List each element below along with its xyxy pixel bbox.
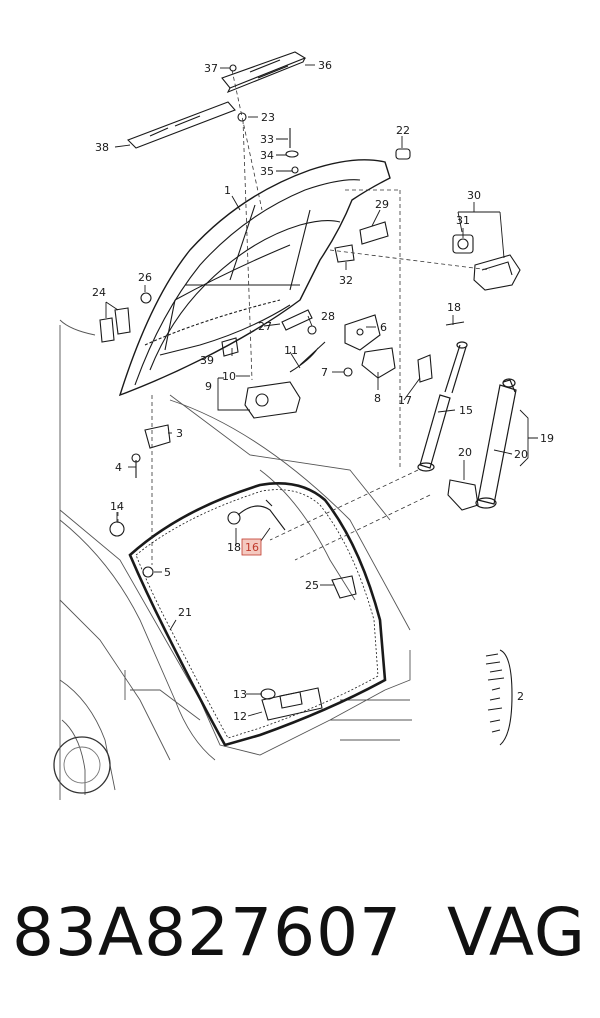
callout-30: 30 <box>467 189 481 202</box>
callout-6: 6 <box>380 321 387 334</box>
nut-35 <box>291 166 299 174</box>
gasket-24 <box>99 307 131 343</box>
reference-lines <box>117 69 491 565</box>
callout-18-upper: 18 <box>447 301 461 314</box>
callout-31: 31 <box>456 214 470 227</box>
callout-15: 15 <box>459 404 473 417</box>
trim-strip-38 <box>127 101 236 149</box>
callout-10: 10 <box>222 370 236 383</box>
callout-28: 28 <box>321 310 335 323</box>
hardware-set-2 <box>485 649 513 746</box>
strut-bracket-20 <box>447 479 479 511</box>
callout-1: 1 <box>224 184 231 197</box>
callout-29: 29 <box>375 198 389 211</box>
callout-16-highlighted: 16 <box>245 541 259 554</box>
light-unit-30 <box>452 234 521 291</box>
lock-6 <box>344 314 381 351</box>
callout-8: 8 <box>374 392 381 405</box>
bracket-8 <box>361 347 396 379</box>
cable-16 <box>227 499 286 531</box>
callout-17: 17 <box>398 394 412 407</box>
callout-36: 36 <box>318 59 332 72</box>
clip-26 <box>140 292 152 304</box>
bracket-39 <box>221 337 239 357</box>
callout-labels: 1 2 3 4 5 6 7 8 9 10 11 12 13 14 15 16 1… <box>92 59 554 723</box>
callout-33: 33 <box>260 133 274 146</box>
car-body-outline <box>53 319 412 800</box>
callout-2: 2 <box>517 690 524 703</box>
footer: 83A827607 VAG <box>0 888 600 978</box>
screw-37 <box>229 64 237 72</box>
callout-19: 19 <box>540 432 554 445</box>
bracket-17 <box>417 354 433 383</box>
callout-12: 12 <box>233 710 247 723</box>
callout-22: 22 <box>396 124 410 137</box>
part-number: 83A827607 <box>12 894 403 971</box>
callout-11: 11 <box>284 344 298 357</box>
callout-38: 38 <box>95 141 109 154</box>
callout-34: 34 <box>260 149 274 162</box>
highlight-box <box>241 538 262 556</box>
leader-lines <box>105 64 538 717</box>
gas-strut-15 <box>417 341 468 472</box>
bolt-18 <box>445 321 465 326</box>
clip-32 <box>334 244 355 263</box>
tailgate-lid <box>118 159 391 397</box>
callout-23: 23 <box>261 111 275 124</box>
callout-13: 13 <box>233 688 247 701</box>
striker-3 <box>131 424 171 478</box>
grommet-23 <box>237 112 247 122</box>
callout-24: 24 <box>92 286 106 299</box>
callout-7: 7 <box>321 366 328 379</box>
callout-14: 14 <box>110 500 124 513</box>
brand-label: VAG <box>446 894 586 971</box>
buffer-14 <box>109 521 125 537</box>
callout-32: 32 <box>339 274 353 287</box>
buffer-25 <box>331 575 357 599</box>
washer-34 <box>285 150 299 158</box>
callout-37: 37 <box>204 62 218 75</box>
callout-21: 21 <box>178 606 192 619</box>
cover-panel-36 <box>221 51 307 94</box>
callout-27: 27 <box>258 320 272 333</box>
bracket-27 <box>281 309 313 331</box>
callout-20-right: 20 <box>514 448 528 461</box>
callout-18-lower: 18 <box>227 541 241 554</box>
callout-4: 4 <box>115 461 122 474</box>
callout-20-lower: 20 <box>458 446 472 459</box>
callout-35: 35 <box>260 165 274 178</box>
cap-22 <box>395 148 411 160</box>
switch-29 <box>359 221 389 245</box>
callout-3: 3 <box>176 427 183 440</box>
bolt-5 <box>142 566 154 578</box>
clip-28 <box>307 325 317 335</box>
gas-strut-19 <box>475 378 517 509</box>
callout-9: 9 <box>205 380 212 393</box>
callout-5: 5 <box>164 566 171 579</box>
parts-diagram: 1 2 3 4 5 6 7 8 9 10 11 12 13 14 15 16 1… <box>53 51 554 800</box>
opening-seal <box>128 482 387 747</box>
callout-39: 39 <box>200 354 214 367</box>
nut-7 <box>343 367 353 377</box>
callout-26: 26 <box>138 271 152 284</box>
callout-25: 25 <box>305 579 319 592</box>
motor-9 <box>244 341 326 419</box>
